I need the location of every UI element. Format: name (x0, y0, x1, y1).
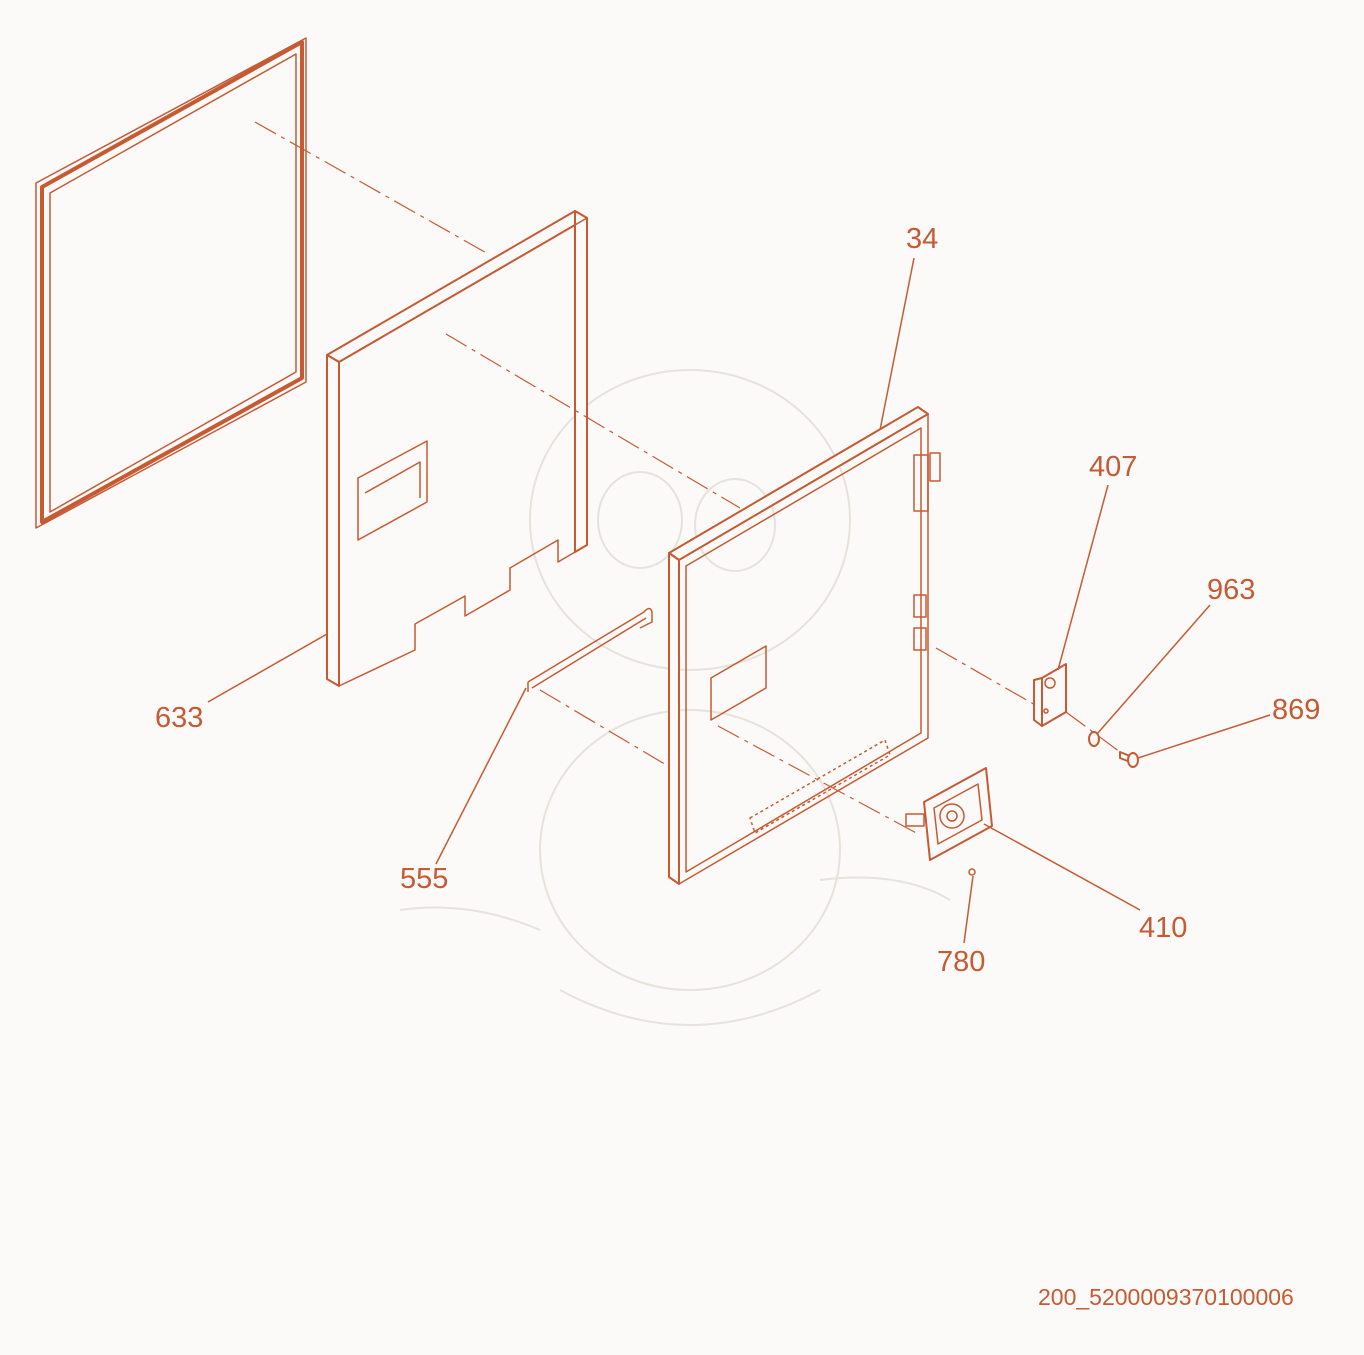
assembly-axis-lines (254, 121, 1121, 836)
callout-labels: 34 407 963 869 633 555 410 780 (155, 223, 1320, 978)
part-555-rod (527, 607, 653, 692)
leader-lines (207, 257, 1271, 944)
door-gasket-frame (35, 37, 307, 529)
part-780-screw (968, 868, 976, 876)
callout-780: 780 (937, 946, 985, 978)
part-407-hinge-bracket (1033, 663, 1067, 727)
part-410-latch (905, 767, 993, 861)
part-34-outer-door (668, 406, 941, 885)
callout-410: 410 (1139, 912, 1187, 944)
callout-34: 34 (906, 223, 938, 255)
background-watermark (399, 369, 951, 1026)
document-id: 200_5200009370100006 (1038, 1284, 1294, 1310)
callout-633: 633 (155, 702, 203, 734)
part-869-screw (1119, 751, 1139, 768)
part-963-washer (1088, 731, 1100, 747)
callout-555: 555 (400, 863, 448, 895)
callout-407: 407 (1089, 451, 1137, 483)
callout-963: 963 (1207, 574, 1255, 606)
callout-869: 869 (1272, 694, 1320, 726)
part-633-inner-panel (326, 210, 588, 687)
